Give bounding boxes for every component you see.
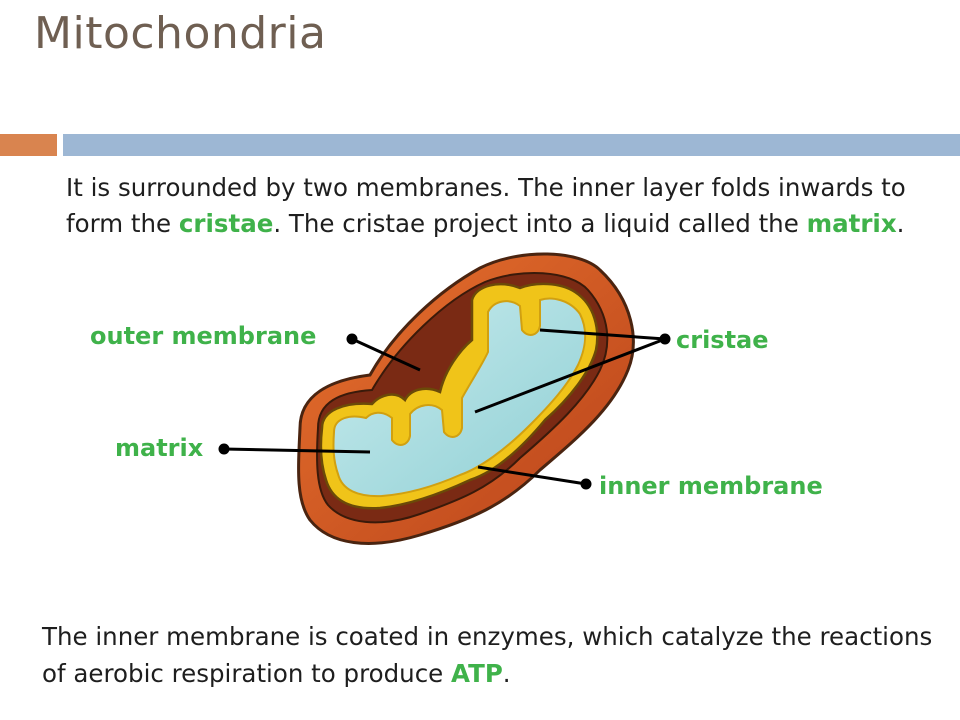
- matrix-region: [332, 297, 586, 498]
- label-matrix: matrix: [115, 434, 204, 462]
- pointer-inner-membrane: [477, 465, 587, 486]
- label-outer-membrane: outer membrane: [90, 322, 317, 350]
- footer-text-1: The inner membrane is coated in enzymes,…: [42, 622, 933, 688]
- term-cristae: cristae: [178, 209, 274, 238]
- term-matrix: matrix: [806, 209, 897, 238]
- intro-text-1: It is surrounded by two membranes. The i…: [66, 173, 906, 238]
- label-inner-membrane: inner membrane: [599, 472, 823, 500]
- intro-text-2: . The cristae project into a liquid call…: [273, 209, 807, 238]
- pointer-outer-membrane-dot: [346, 333, 358, 345]
- accent-bar-blue: [63, 134, 960, 156]
- term-atp: ATP: [451, 659, 503, 688]
- slide-title: Mitochondria: [34, 8, 327, 59]
- footer-paragraph: The inner membrane is coated in enzymes,…: [42, 618, 942, 692]
- footer-text-2: .: [502, 659, 511, 688]
- accent-bar-orange: [0, 134, 57, 156]
- pointer-inner-membrane-dot: [580, 478, 592, 490]
- pointer-matrix-dot: [218, 443, 230, 455]
- label-pointers: [218, 328, 671, 490]
- pointer-cristae-upper: [539, 328, 666, 341]
- pointer-outer-membrane: [351, 337, 421, 372]
- pointer-cristae-dot: [659, 333, 671, 345]
- intro-paragraph: It is surrounded by two membranes. The i…: [66, 170, 936, 242]
- label-cristae: cristae: [676, 326, 769, 354]
- pointer-cristae-lower: [474, 337, 666, 414]
- pointer-matrix: [223, 447, 371, 454]
- intro-text-3: .: [896, 209, 905, 238]
